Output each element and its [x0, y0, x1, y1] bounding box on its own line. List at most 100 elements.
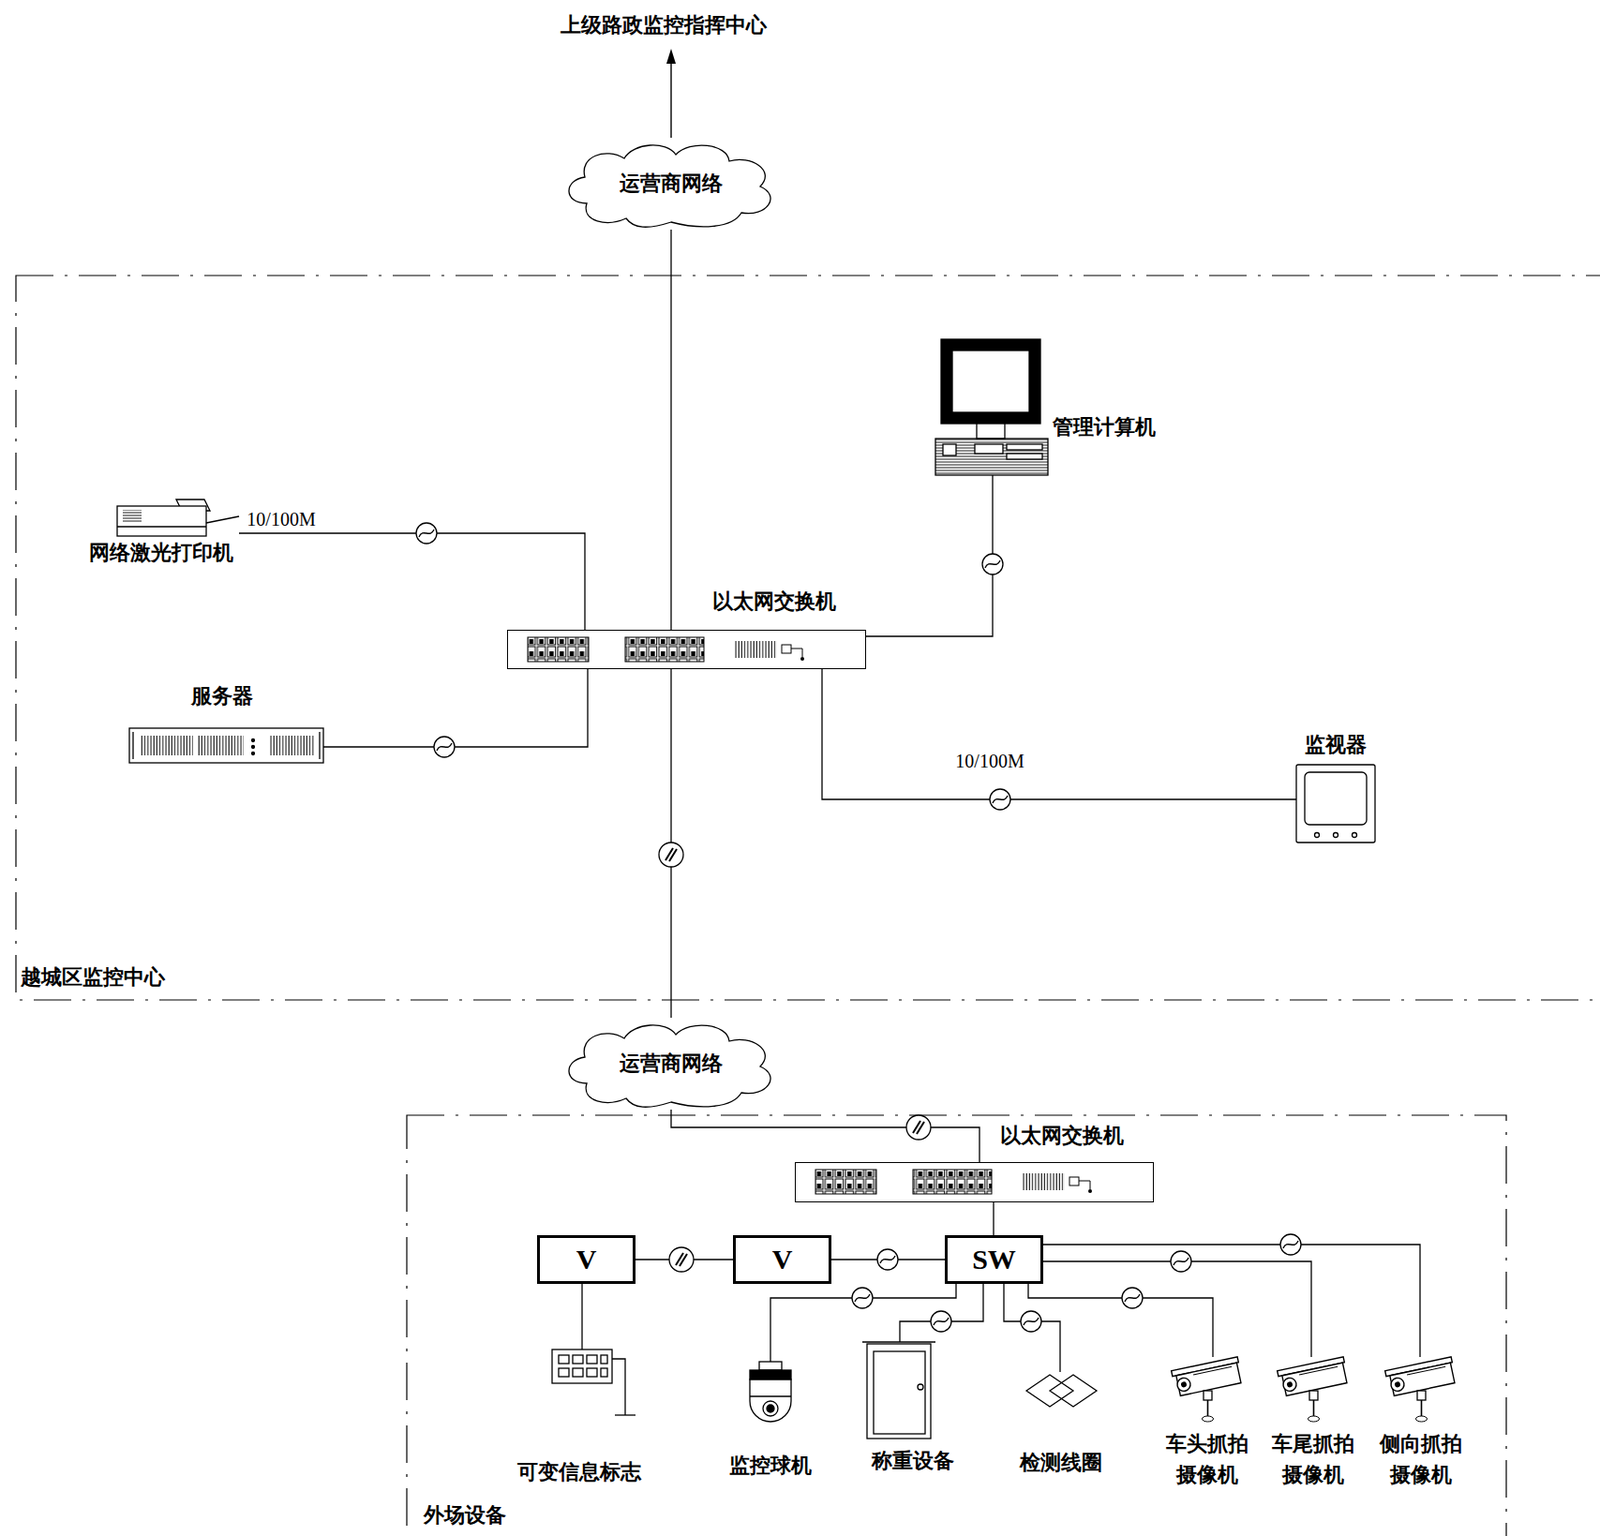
edge-label: 10/100M: [244, 508, 317, 531]
transceiver-symbol: [433, 736, 455, 758]
destination-label: 上级路政监控指挥中心: [560, 13, 767, 38]
sign-icon: [586, 1368, 598, 1377]
illustration: [815, 1169, 1092, 1195]
server-icon: [132, 732, 134, 760]
node-text: 网络激光打印机: [89, 540, 234, 566]
sign-icon: [600, 1368, 608, 1377]
monitor-icon: [1296, 764, 1376, 843]
fiber-converter-symbol: [658, 842, 684, 868]
sign-icon: [614, 1414, 636, 1416]
camera-node: 车头抓拍 摄像机: [1162, 1357, 1257, 1489]
monitor-icon: [1352, 833, 1358, 838]
node-text: 运营商网络: [619, 171, 723, 196]
connector: [822, 669, 1297, 800]
computer-node: 管理计算机: [935, 339, 1161, 476]
symbol-circle: [930, 1311, 952, 1332]
symbol-circle: [989, 789, 1011, 810]
symbol-circle: [1121, 1287, 1143, 1309]
node-text: SW: [971, 1243, 1017, 1276]
computer-icon: [1006, 453, 1043, 460]
computer-icon: [941, 339, 1041, 424]
fiber-converter-symbol: [669, 1247, 694, 1272]
connector: [1043, 1244, 1421, 1358]
printer-icon: [117, 499, 240, 537]
cabinet-icon: [862, 1342, 936, 1439]
dome-camera-icon: [762, 1401, 778, 1417]
switch-box: SW: [944, 1235, 1044, 1285]
connector: [992, 1202, 994, 1236]
symbol-circle: [1280, 1234, 1301, 1256]
node-text: 运营商网络: [619, 1051, 723, 1077]
printer-icon: [122, 509, 142, 524]
monitor-icon: [1296, 764, 1376, 843]
cloud-node: 运营商网络: [558, 137, 784, 230]
computer-icon: [1006, 444, 1043, 450]
server-icon: [318, 732, 320, 760]
symbol-mark: [1124, 1294, 1140, 1302]
symbol-circle: [982, 553, 1003, 575]
symbol-circle: [877, 1249, 898, 1271]
server-icon: [129, 728, 324, 763]
symbol-circle: [1020, 1311, 1042, 1332]
loop-icon: [1049, 1375, 1097, 1407]
symbol-circle: [906, 1115, 931, 1140]
computer-icon: [935, 438, 1048, 476]
node-text: 车尾抓拍 摄像机: [1265, 1428, 1361, 1491]
dome-camera-icon: [749, 1395, 792, 1397]
computer-icon: [935, 339, 1048, 476]
transceiver-symbol: [1280, 1234, 1301, 1256]
connector: [671, 1109, 980, 1163]
camera-node: 侧向抓拍 摄像机: [1375, 1357, 1470, 1489]
sign-icon: [612, 1359, 626, 1416]
arrowhead: [666, 48, 676, 64]
connector: [770, 1284, 957, 1362]
region-node: 越城区监控中心网络激光打印机服务器以太网交换机管理计算机监视器: [15, 275, 1600, 1001]
computer-icon: [974, 444, 1003, 454]
transceiver-symbol: [416, 523, 437, 544]
symbol-mark: [1173, 1257, 1189, 1266]
node-text: 监视器: [1304, 732, 1367, 758]
node-text: 以太网交换机: [1000, 1123, 1124, 1149]
sign-icon: [558, 1355, 569, 1364]
symbol-mark: [854, 1294, 870, 1302]
sign-icon: [572, 1355, 584, 1364]
monitor-icon: [1315, 833, 1320, 838]
server-icon: [269, 735, 315, 756]
computer-icon: [976, 423, 1005, 439]
computer-icon: [942, 444, 957, 456]
symbol-circle: [669, 1247, 694, 1272]
transceiver-symbol: [989, 789, 1011, 810]
symbol-mark: [933, 1317, 949, 1326]
connector: [239, 533, 585, 630]
dome-camera-icon: [749, 1361, 792, 1422]
cabinet-icon: [862, 1341, 936, 1343]
cloud-outline: [568, 1025, 771, 1107]
cabinet-icon: [873, 1351, 926, 1435]
connector: [1028, 1284, 1213, 1358]
node-text: 管理计算机: [1052, 415, 1156, 440]
server-icon: [140, 735, 194, 756]
printer-node: 网络激光打印机: [89, 496, 240, 568]
node-text: 越城区监控中心: [20, 965, 165, 990]
symbol-circle: [416, 523, 437, 544]
symbol-circle: [433, 736, 455, 758]
transceiver-symbol: [877, 1249, 898, 1271]
printer-icon: [206, 516, 240, 524]
node-text: 可变信息标志: [517, 1460, 642, 1485]
sign-node: 可变信息标志: [513, 1349, 647, 1486]
connector: [899, 1284, 984, 1343]
sign-icon: [552, 1349, 636, 1416]
monitor-icon: [1304, 772, 1367, 825]
switch-node: 以太网交换机: [507, 629, 867, 670]
transceiver-symbol: [1170, 1251, 1192, 1272]
converter-box: V: [537, 1235, 636, 1285]
symbol-circle: [658, 842, 684, 868]
node-text: 外场设备: [423, 1503, 507, 1528]
monitor-icon: [1333, 833, 1339, 838]
symbol-mark: [675, 1253, 688, 1267]
node-text: V: [772, 1243, 793, 1276]
server-icon: [252, 746, 255, 749]
